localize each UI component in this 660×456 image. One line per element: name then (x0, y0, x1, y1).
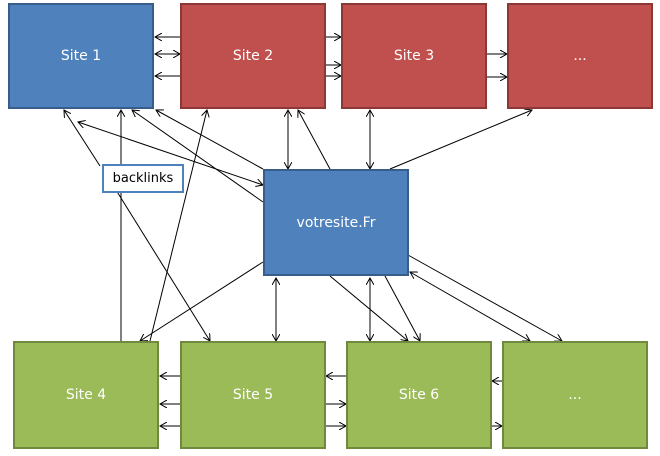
node-site-5-label: Site 5 (232, 387, 274, 403)
backlink-arrow-21 (64, 110, 101, 167)
node-site-5: Site 5 (180, 341, 326, 449)
node-top-more-label: ... (573, 48, 587, 64)
node-center-site-label: votresite.Fr (296, 214, 376, 231)
backlink-arrow-24 (140, 261, 264, 341)
node-site-4: Site 4 (13, 341, 159, 449)
backlink-arrow-26 (78, 122, 263, 185)
node-bottom-more-label: ... (568, 387, 582, 403)
node-bottom-more: ... (502, 341, 648, 449)
node-site-2: Site 2 (180, 3, 326, 109)
backlink-arrow-32 (410, 272, 530, 341)
node-site-2-label: Site 2 (232, 48, 274, 64)
node-site-3: Site 3 (341, 3, 487, 109)
node-site-3-label: Site 3 (393, 48, 435, 64)
node-site-6: Site 6 (346, 341, 492, 449)
node-center-site: votresite.Fr (263, 169, 409, 276)
backlink-arrow-22 (115, 189, 210, 341)
node-site-1-label: Site 1 (60, 48, 102, 64)
backlinks-label: backlinks (102, 164, 184, 193)
backlink-arrow-29 (389, 110, 532, 170)
backlink-arrow-28 (298, 110, 331, 170)
node-top-more: ... (507, 3, 653, 109)
node-site-4-label: Site 4 (65, 387, 107, 403)
backlink-arrow-23 (149, 110, 207, 342)
backlink-arrow-27 (156, 110, 264, 170)
node-site-1: Site 1 (8, 3, 154, 109)
backlink-arrow-30 (329, 275, 408, 341)
node-site-6-label: Site 6 (398, 387, 440, 403)
backlink-arrow-33 (407, 254, 562, 341)
backlink-arrow-31 (384, 275, 420, 341)
